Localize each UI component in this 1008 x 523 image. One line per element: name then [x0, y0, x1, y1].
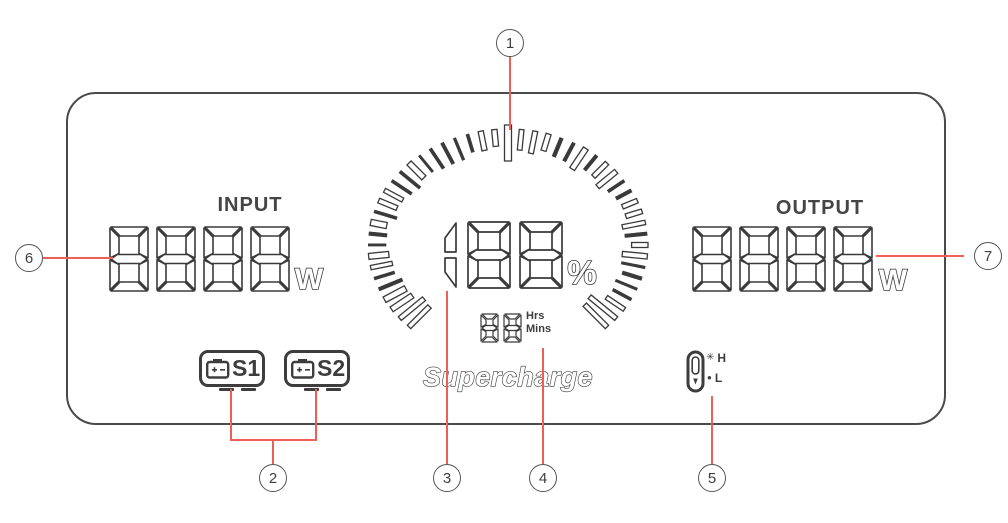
callout-line-2a — [230, 389, 232, 441]
light-low-indicator: ● L — [707, 372, 722, 384]
flashlight-icon — [686, 350, 708, 394]
input-label: INPUT — [217, 194, 283, 216]
callout-line-1 — [509, 57, 511, 130]
callout-6: 6 — [15, 244, 43, 272]
badge-underline-dash — [304, 388, 319, 391]
battery-slot-s2: S2 — [284, 350, 350, 387]
badge-underline-dash — [326, 388, 341, 391]
callout-line-3 — [446, 291, 448, 464]
battery-slot-label: S2 — [317, 355, 346, 381]
badge-underline-dash — [219, 388, 234, 391]
callout-line-2d — [272, 439, 274, 464]
percent-sign-text: % — [567, 254, 596, 291]
battery-slot-label: S1 — [232, 355, 261, 381]
callout-1: 1 — [496, 29, 524, 57]
callout-line-7 — [876, 255, 964, 257]
callout-7: 7 — [974, 242, 1002, 270]
callout-5: 5 — [698, 464, 726, 492]
light-high-label: H — [717, 351, 727, 365]
percent-sign: % — [561, 246, 603, 292]
callout-2: 2 — [259, 464, 287, 492]
output-label: OUTPUT — [775, 197, 865, 219]
battery-icon — [291, 358, 315, 379]
charge-percent-digits — [440, 220, 565, 290]
timer-unit-hrs: Hrs — [526, 310, 545, 322]
light-low-label: L — [714, 371, 723, 385]
input-unit: W — [290, 259, 328, 297]
brand-logo-text: Supercharge — [423, 362, 593, 392]
callout-line-6 — [43, 257, 113, 259]
brand-logo: Supercharge — [408, 358, 608, 396]
callout-3: 3 — [433, 464, 461, 492]
output-unit: W — [874, 260, 912, 298]
sun-icon: ✳ — [706, 352, 715, 363]
callout-line-2b — [315, 389, 317, 441]
light-high-indicator: ✳ H — [706, 352, 726, 364]
input-unit-text: W — [295, 263, 324, 295]
battery-slot-s1: S1 — [199, 350, 265, 387]
timer-unit-mins: Mins — [526, 323, 552, 335]
charge-gauge-scale — [367, 124, 649, 330]
callout-4: 4 — [529, 464, 557, 492]
input-digits — [107, 225, 292, 293]
output-unit-text: W — [879, 264, 908, 296]
output-digits — [690, 225, 875, 293]
badge-underline-dash — [241, 388, 256, 391]
callout-line-5 — [711, 396, 713, 464]
timer-digits — [478, 312, 524, 344]
timer-units: Hrs Mins — [526, 310, 551, 336]
dot-icon: ● — [707, 373, 712, 382]
battery-icon — [206, 358, 230, 379]
callout-line-4 — [542, 348, 544, 464]
